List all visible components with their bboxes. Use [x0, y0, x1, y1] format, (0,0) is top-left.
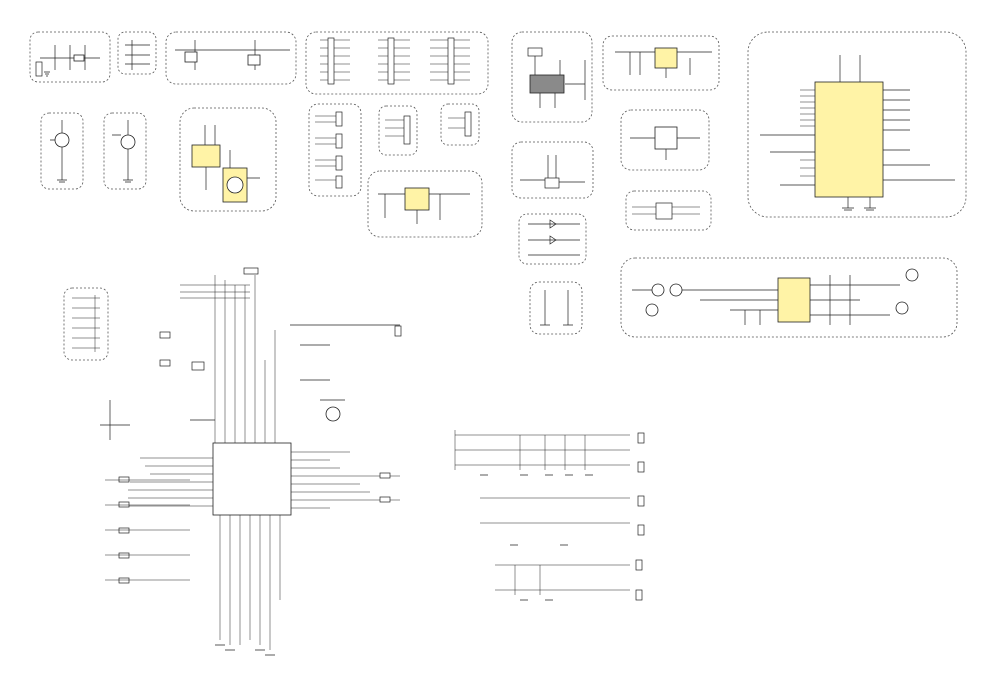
block-crystal	[165, 31, 297, 85]
block-leds-bottom	[529, 281, 583, 335]
block-mcu-right	[747, 31, 967, 218]
analog-channels	[454, 430, 645, 601]
block-opamp	[620, 109, 710, 171]
block-level-shift	[625, 190, 712, 231]
block-motor-driver	[620, 257, 958, 338]
block-connector-left	[29, 31, 111, 83]
block-jumpers-small	[440, 103, 480, 146]
main-mcu	[100, 267, 402, 656]
block-switch-small	[117, 31, 157, 75]
block-resistor-ladder	[63, 287, 109, 361]
block-regulator-top	[602, 35, 720, 91]
block-ic-grey	[511, 31, 593, 123]
block-diodes	[518, 213, 587, 265]
block-jumpers-left	[308, 103, 362, 197]
block-led-1	[40, 112, 84, 190]
block-led-2	[103, 112, 147, 190]
block-sensor-header	[511, 141, 594, 199]
block-pin-headers	[305, 31, 489, 95]
block-jumpers-mid	[378, 105, 418, 156]
block-optocoupler	[179, 107, 277, 212]
block-regulator-mid	[367, 170, 483, 238]
